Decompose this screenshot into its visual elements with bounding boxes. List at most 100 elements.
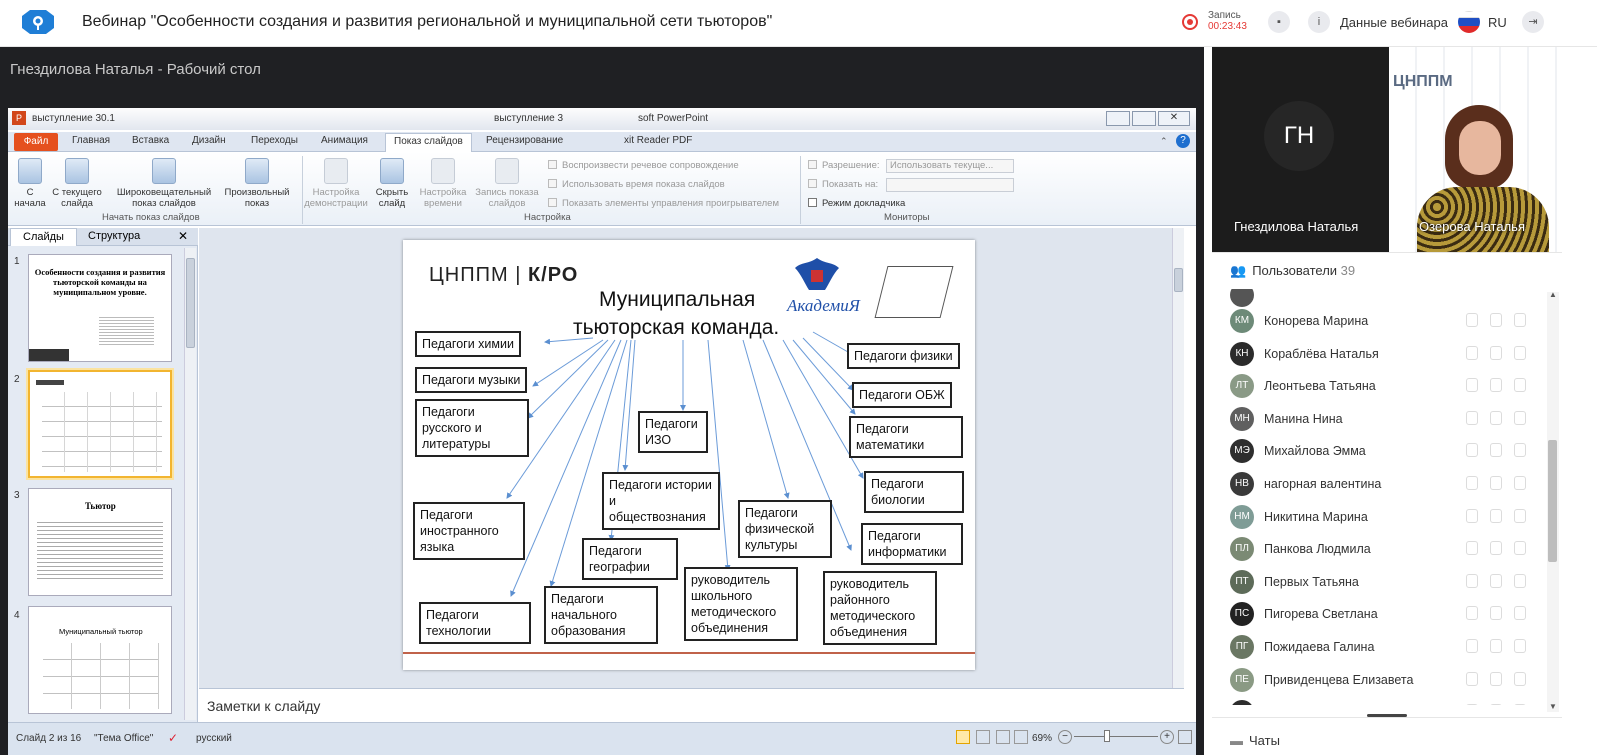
zoom-slider-handle[interactable] <box>1104 730 1110 742</box>
screen-off-icon[interactable] <box>1514 541 1526 556</box>
mic-off-icon[interactable] <box>1466 378 1478 393</box>
zoom-in-icon[interactable]: + <box>1160 730 1174 744</box>
tab-slide-show[interactable]: Показ слайдов <box>385 133 472 153</box>
zoom-level[interactable]: 69% <box>1032 733 1053 744</box>
mic-off-icon[interactable] <box>1466 345 1478 360</box>
slides-pane-scrollbar[interactable] <box>184 248 196 720</box>
users-scrollbar[interactable]: ▲ ▼ <box>1547 290 1559 712</box>
controls-checkbox[interactable]: Показать элементы управления проигрывате… <box>548 198 779 209</box>
tab-slides[interactable]: Слайды <box>10 228 77 246</box>
users-header[interactable]: 👥Пользователи 39 <box>1230 263 1355 279</box>
list-item[interactable] <box>1230 289 1560 311</box>
current-slide[interactable]: ЦНППМ | К/РО АкадемиЯ Муниципальная тьют… <box>403 240 975 670</box>
record-indicator-icon[interactable] <box>1182 14 1198 30</box>
screen-off-icon[interactable] <box>1514 345 1526 360</box>
slideshow-view-icon[interactable] <box>1014 730 1028 744</box>
show-on-select[interactable] <box>886 178 1014 192</box>
minimize-button[interactable] <box>1106 111 1130 126</box>
reading-view-icon[interactable] <box>996 730 1010 744</box>
rehearse-timings-button[interactable]: Настройка времени <box>416 158 470 209</box>
zoom-out-icon[interactable]: − <box>1058 730 1072 744</box>
camera-off-icon[interactable] <box>1490 704 1502 705</box>
scroll-up-icon[interactable]: ▲ <box>1549 290 1557 299</box>
tab-review[interactable]: Рецензирование <box>486 135 564 146</box>
camera-off-icon[interactable] <box>1490 410 1502 425</box>
exit-icon[interactable]: ⇥ <box>1522 11 1544 33</box>
custom-show-button[interactable]: Произвольный показ <box>220 158 294 209</box>
screen-off-icon[interactable] <box>1514 639 1526 653</box>
folder-icon[interactable]: ▪ <box>1268 11 1290 33</box>
screen-off-icon[interactable] <box>1514 508 1526 523</box>
camera-off-icon[interactable] <box>1490 573 1502 588</box>
tab-transitions[interactable]: Переходы <box>251 135 298 146</box>
close-pane-icon[interactable]: ✕ <box>178 229 189 243</box>
screen-off-icon[interactable] <box>1514 313 1526 327</box>
tab-design[interactable]: Дизайн <box>192 135 226 146</box>
record-show-button[interactable]: Запись показа слайдов <box>472 158 542 209</box>
help-icon[interactable]: ? <box>1176 134 1190 148</box>
start-from-beginning-button[interactable]: С начала <box>12 158 48 209</box>
zoom-slider[interactable] <box>1074 736 1158 737</box>
screen-off-icon[interactable] <box>1514 476 1526 490</box>
camera-off-icon[interactable] <box>1490 606 1502 621</box>
fit-to-window-icon[interactable] <box>1178 730 1192 744</box>
list-item[interactable]: СЛСавенкова Лидия <box>1230 698 1560 705</box>
close-window-button[interactable]: ✕ <box>1158 111 1190 126</box>
camera-off-icon[interactable] <box>1490 378 1502 393</box>
presenter-view-checkbox[interactable]: Режим докладчика <box>808 198 905 209</box>
mic-off-icon[interactable] <box>1466 541 1478 556</box>
camera-off-icon[interactable] <box>1490 541 1502 556</box>
slide-thumbnail-1[interactable]: Особенности создания и развития тьюторск… <box>28 254 172 362</box>
screen-off-icon[interactable] <box>1514 378 1526 393</box>
normal-view-icon[interactable] <box>956 730 970 744</box>
resize-handle[interactable] <box>1367 714 1407 717</box>
tab-foxit-reader[interactable]: xit Reader PDF <box>624 135 693 146</box>
language-status[interactable]: русский <box>196 733 232 744</box>
webinar-data-link[interactable]: Данные вебинара <box>1340 15 1448 30</box>
tab-insert[interactable]: Вставка <box>132 135 170 146</box>
russian-flag-icon[interactable] <box>1458 11 1480 33</box>
screen-off-icon[interactable] <box>1514 443 1526 458</box>
broadcast-button[interactable]: Широковещательный показ слайдов <box>112 158 216 209</box>
tab-animation[interactable]: Анимация <box>321 135 368 146</box>
slide-notes-field[interactable]: Заметки к слайду <box>199 688 1184 722</box>
spellcheck-icon[interactable]: ✓ <box>168 731 179 745</box>
slide-thumbnail-2[interactable] <box>28 370 172 478</box>
screen-off-icon[interactable] <box>1514 606 1526 621</box>
mic-off-icon[interactable] <box>1466 410 1478 425</box>
maximize-button[interactable] <box>1132 111 1156 126</box>
mic-off-icon[interactable] <box>1466 671 1478 686</box>
language-selector[interactable]: RU <box>1488 15 1507 30</box>
hide-slide-button[interactable]: Скрыть слайд <box>372 158 412 209</box>
mic-off-icon[interactable] <box>1466 606 1478 621</box>
camera-off-icon[interactable] <box>1490 476 1502 490</box>
mic-off-icon[interactable] <box>1466 313 1478 327</box>
slide-sorter-icon[interactable] <box>976 730 990 744</box>
camera-off-icon[interactable] <box>1490 443 1502 458</box>
screen-off-icon[interactable] <box>1514 573 1526 588</box>
camera-off-icon[interactable] <box>1490 671 1502 686</box>
narration-checkbox[interactable]: Воспроизвести речевое сопровождение <box>548 160 739 171</box>
tab-home[interactable]: Главная <box>72 135 111 146</box>
screen-off-icon[interactable] <box>1514 704 1526 705</box>
mic-off-icon[interactable] <box>1466 573 1478 588</box>
tab-outline[interactable]: Структура <box>88 230 141 242</box>
video-tile-gnezdilova[interactable]: ГН Гнездилова Наталья <box>1212 47 1389 252</box>
screen-off-icon[interactable] <box>1514 671 1526 686</box>
mic-off-icon[interactable] <box>1466 639 1478 653</box>
video-tile-ozerova[interactable]: ЦНППМ Озерова Наталья <box>1389 47 1562 252</box>
camera-off-icon[interactable] <box>1490 639 1502 653</box>
ribbon-collapse-icon[interactable]: ⌃ <box>1160 136 1168 146</box>
chats-header[interactable]: ▬Чаты <box>1230 733 1280 748</box>
timings-checkbox[interactable]: Использовать время показа слайдов <box>548 179 725 190</box>
mic-off-icon[interactable] <box>1466 704 1478 705</box>
mic-off-icon[interactable] <box>1466 443 1478 458</box>
